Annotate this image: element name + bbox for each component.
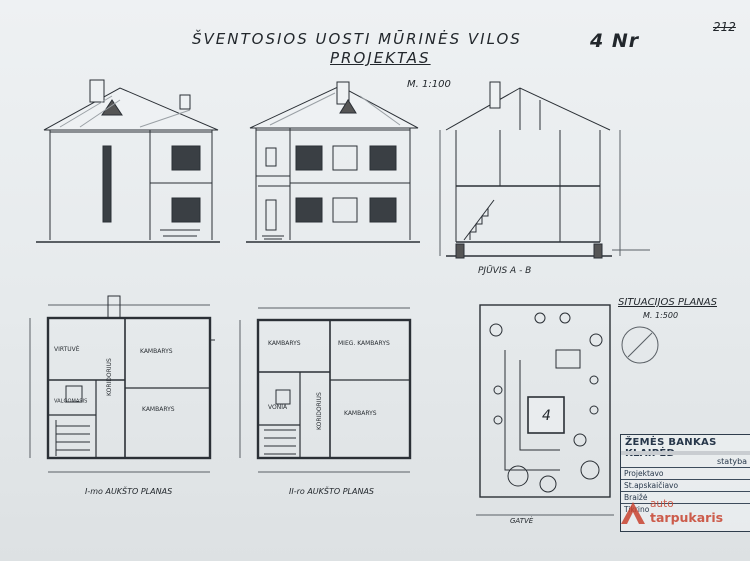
- room-label: KAMBARYS: [142, 406, 175, 413]
- stamp-row: Braižė: [621, 491, 750, 504]
- section-drawing: [439, 81, 650, 259]
- watermark: auto tarpukaris: [616, 496, 746, 530]
- stamp-row-label: Projektavo: [624, 469, 664, 478]
- stamp-bank-name: ŽEMĖS BANKAS KLAIPĖD: [625, 437, 717, 459]
- floor-plan-2: [239, 307, 412, 473]
- plot-number: 4: [542, 408, 551, 424]
- main-scale: M. 1:100: [407, 79, 451, 90]
- room-label: KAMBARYS: [268, 340, 301, 347]
- room-label: VALGOMASIS: [54, 398, 88, 404]
- title-line-1: ŠVENTOSIOS UOSTI MŪRINĖS VILOS: [192, 30, 522, 48]
- corner-number: 212: [713, 20, 736, 34]
- watermark-line-2: tarpukaris: [650, 510, 724, 525]
- street-label: GATVĖ: [510, 517, 534, 525]
- plan-1-label: I-mo AUKŠTO PLANAS: [85, 487, 173, 496]
- room-label: KAMBARYS: [140, 348, 173, 355]
- site-plan-scale: M. 1:500: [643, 311, 679, 320]
- watermark-logo-icon: [621, 502, 645, 524]
- section-label: PJŪVIS A - B: [478, 266, 532, 276]
- stamp-stripe: [621, 451, 750, 455]
- side-elevation: [246, 81, 420, 243]
- room-label: VONIA: [268, 404, 288, 411]
- title-line-2: PROJEKTAS: [330, 49, 431, 67]
- site-plan: [476, 304, 659, 516]
- front-elevation: [36, 79, 220, 243]
- stamp-row-label: St.apskaičiavo: [624, 481, 679, 490]
- site-plan-title: SITUACIJOS PLANAS: [618, 297, 717, 308]
- stamp-row: St.apskaičiavo: [621, 479, 750, 492]
- room-label: KORIDORIUS: [106, 358, 113, 396]
- room-label: MIEG. KAMBARYS: [338, 340, 390, 347]
- plan-2-label: II-ro AUKŠTO PLANAS: [289, 487, 374, 496]
- room-label: KAMBARYS: [344, 410, 377, 417]
- watermark-line-1: auto: [650, 498, 674, 510]
- stamp-statyba: statyba: [717, 457, 748, 466]
- stamp-row-label: Braižė: [624, 493, 648, 502]
- room-label: KORIDORIUS: [316, 392, 323, 430]
- stamp-row: Projektavo: [621, 467, 750, 480]
- room-label: VIRTUVĖ: [54, 346, 80, 353]
- floor-plan-1: [29, 295, 215, 473]
- sheet-number: 4 Nr: [590, 30, 640, 52]
